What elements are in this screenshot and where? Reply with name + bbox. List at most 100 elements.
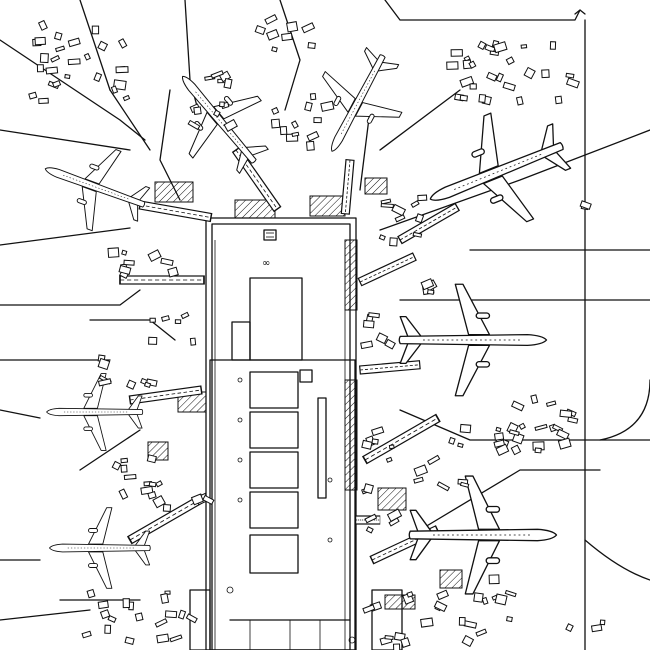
service-vehicle [118, 264, 132, 276]
terminal-label: ∞ [262, 258, 270, 269]
service-vehicle [126, 379, 137, 390]
service-vehicle [388, 444, 395, 450]
service-vehicle [281, 32, 293, 42]
service-vehicle [28, 91, 38, 100]
service-vehicle [301, 22, 316, 34]
service-vehicle [413, 476, 424, 484]
service-vehicle [97, 378, 112, 387]
service-vehicle [502, 81, 516, 92]
service-vehicle [104, 624, 112, 634]
service-vehicle [433, 600, 448, 613]
service-vehicle [508, 429, 520, 437]
service-vehicle [152, 494, 166, 509]
service-vehicle [364, 513, 378, 524]
service-vehicle [320, 100, 335, 112]
service-vehicle [111, 460, 122, 471]
service-vehicle [154, 618, 168, 628]
service-vehicle [51, 80, 62, 88]
service-vehicle [378, 234, 386, 241]
service-vehicle [495, 443, 510, 457]
service-vehicle [34, 36, 46, 46]
service-vehicle [219, 101, 225, 108]
service-vehicle [122, 94, 131, 102]
service-vehicle [177, 609, 187, 620]
service-vehicle [477, 40, 487, 51]
service-vehicle [305, 140, 315, 151]
service-vehicle [567, 416, 579, 424]
service-vehicle [371, 438, 379, 445]
service-vehicle [185, 613, 198, 624]
service-vehicle [412, 231, 423, 238]
service-vehicle [265, 28, 280, 41]
service-vehicle [599, 619, 606, 626]
service-vehicle [190, 493, 204, 506]
service-vehicle [117, 38, 128, 49]
service-vehicle [67, 58, 81, 66]
service-vehicle [389, 237, 398, 247]
service-vehicle [385, 456, 393, 463]
service-vehicle [380, 203, 394, 209]
service-vehicle [254, 24, 267, 36]
service-vehicle [149, 317, 156, 323]
service-vehicle [565, 72, 575, 79]
service-vehicle [417, 194, 428, 202]
service-vehicle [270, 118, 281, 129]
service-vehicle [180, 311, 190, 320]
service-vehicle [426, 289, 435, 295]
service-vehicle [468, 60, 477, 69]
service-vehicle [486, 71, 498, 82]
service-vehicle [309, 92, 317, 101]
service-vehicle [53, 31, 63, 41]
service-vehicle [360, 340, 374, 350]
service-vehicle [510, 400, 525, 412]
service-vehicle [146, 454, 157, 464]
service-vehicle [140, 485, 154, 495]
service-vehicle [155, 480, 163, 488]
service-vehicle [400, 637, 411, 648]
plane-left-lower [49, 507, 151, 589]
plane-right-lower [408, 475, 558, 595]
service-vehicle [223, 78, 233, 89]
service-vehicle [45, 66, 59, 75]
service-vehicle [469, 83, 477, 90]
service-vehicle [473, 592, 484, 603]
service-vehicle [488, 574, 500, 585]
service-vehicle [450, 49, 463, 57]
service-vehicle [107, 247, 120, 258]
service-vehicle [458, 616, 466, 626]
service-vehicle [492, 41, 508, 54]
service-vehicle [457, 442, 464, 448]
service-vehicle [518, 422, 526, 431]
plane-left-upper [30, 128, 160, 245]
service-vehicle [504, 589, 517, 598]
service-vehicle [160, 257, 174, 266]
service-vehicle [97, 600, 109, 610]
service-vehicle [122, 598, 130, 609]
plane-top-center [293, 34, 422, 173]
service-vehicle [384, 635, 394, 641]
service-vehicle [459, 75, 475, 88]
service-vehicle [446, 61, 459, 70]
service-vehicle [115, 66, 129, 74]
service-vehicle [414, 213, 425, 224]
service-vehicle [506, 616, 513, 623]
service-vehicle [286, 21, 299, 33]
service-vehicle [448, 436, 456, 445]
service-vehicle [541, 69, 550, 79]
service-vehicle [413, 464, 429, 477]
service-vehicle [210, 70, 224, 79]
service-vehicle [91, 25, 100, 35]
service-vehicle [121, 249, 128, 256]
service-vehicle [156, 633, 170, 644]
service-vehicle [484, 43, 496, 54]
service-vehicle [554, 95, 563, 105]
service-vehicle [290, 120, 299, 129]
service-vehicle [363, 483, 375, 495]
service-vehicle [555, 428, 570, 441]
service-vehicle [291, 131, 300, 138]
service-vehicle [392, 643, 401, 650]
service-vehicle [436, 589, 450, 601]
terminal-building: ∞ [189, 217, 403, 650]
